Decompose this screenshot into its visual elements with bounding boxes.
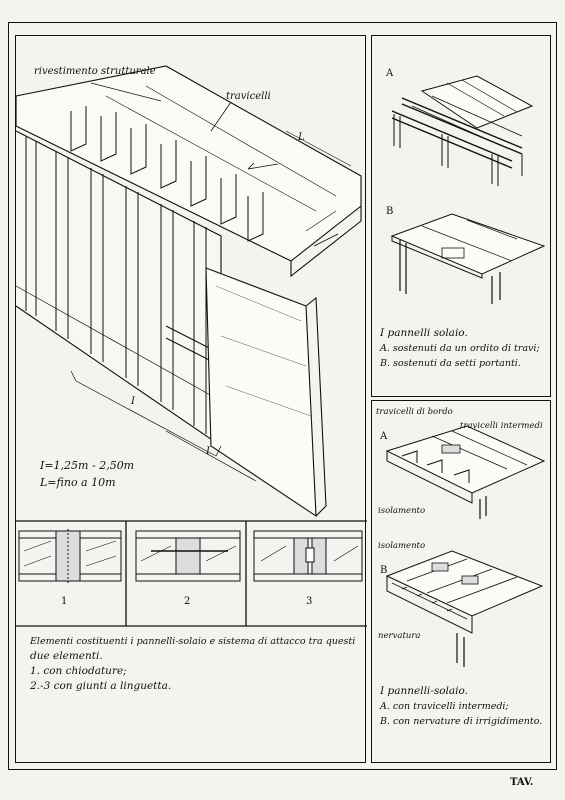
construction-caption-line-3: B. con nervature di irrigidimento. — [380, 716, 543, 727]
joints-caption-line-2: due elementi. — [30, 650, 103, 662]
label-A-top: A — [386, 68, 394, 79]
main-isometric-panel: rivestimento strutturale travicelli L I … — [15, 35, 367, 763]
joint-number-3: 3 — [306, 596, 313, 607]
support-types-panel: A B I pannelli solaio. A. sostenuti da u… — [371, 35, 551, 397]
label-insulation-B: isolamento — [378, 541, 426, 551]
joints-caption-line-1: Elementi costituenti i pannelli-solaio e… — [30, 636, 356, 647]
joints-caption-line-3: 1. con chiodature; — [30, 665, 127, 677]
label-intermediate-joists: travicelli intermedi — [460, 421, 543, 431]
label-ribs: nervatura — [378, 631, 421, 641]
panel-construction-caption: I pannelli-solaio. A. con travicelli int… — [380, 684, 548, 729]
joint-details-drawing — [16, 520, 367, 627]
label-structural-cladding: rivestimento strutturale — [34, 66, 156, 77]
panel-construction-drawing — [385, 425, 546, 667]
support-caption-line-1: I pannelli solaio. — [380, 327, 468, 339]
label-length-L: L — [298, 132, 305, 143]
dimension-I-range: I=1,25m - 2,50m — [40, 459, 135, 472]
joint-number-1: 1 — [61, 596, 68, 607]
joints-caption: Elementi costituenti i pannelli-solaio e… — [30, 634, 360, 694]
construction-caption-line-1: I pannelli-solaio. — [380, 685, 468, 697]
sheet-tav-label: TAV. — [510, 777, 534, 788]
dimension-L-range: L=fino a 10m — [40, 476, 116, 489]
label-B-top: B — [386, 206, 394, 217]
label-width-I-left: I — [131, 396, 135, 407]
support-caption-line-3: B. sostenuti da setti portanti. — [380, 358, 521, 369]
label-B-bottom: B — [380, 565, 388, 576]
support-caption-line-2: A. sostenuti da un ordito di travi; — [380, 343, 540, 354]
support-types-caption: I pannelli solaio. A. sostenuti da un or… — [380, 326, 548, 371]
joint-number-2: 2 — [184, 596, 191, 607]
joints-caption-line-4: 2.-3 con giunti a linguetta. — [30, 680, 172, 692]
drawing-sheet — [8, 22, 557, 770]
label-edge-joists: travicelli di bordo — [376, 407, 453, 417]
support-types-drawing — [390, 75, 546, 304]
panel-construction-panel: travicelli di bordo travicelli intermedi… — [371, 400, 551, 763]
label-insulation-A: isolamento — [378, 506, 426, 516]
isometric-wall-floor-drawing — [15, 65, 362, 518]
label-width-I-bottom: I — [206, 446, 210, 457]
label-A-bottom: A — [380, 431, 388, 442]
label-joists: travicelli — [226, 91, 271, 102]
construction-caption-line-2: A. con travicelli intermedi; — [380, 701, 509, 712]
